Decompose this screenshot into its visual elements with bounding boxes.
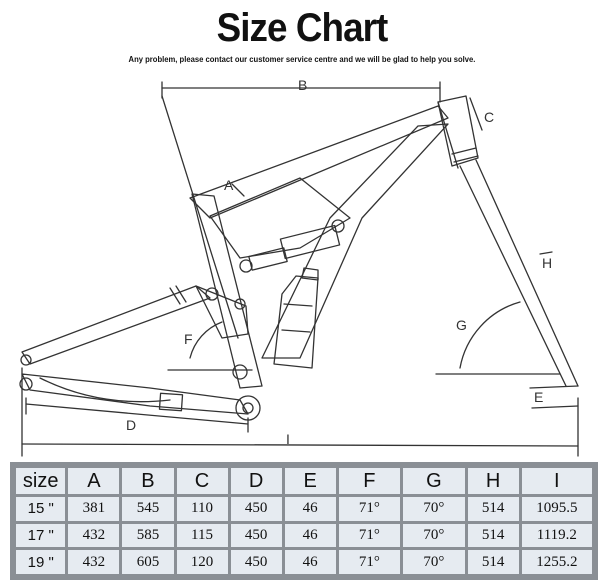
table-cell: 450 [230, 523, 282, 548]
table-cell: 46 [284, 523, 336, 548]
table-cell: 71° [338, 523, 401, 548]
seat-tube [191, 193, 263, 389]
dim-h-marker [539, 251, 553, 255]
label-e: E [534, 389, 543, 405]
table-cell: 110 [176, 497, 228, 521]
down-tube [261, 123, 449, 359]
table-cell: 70° [403, 523, 465, 548]
header-h: H [467, 468, 519, 494]
dim-d-line [25, 397, 249, 433]
label-g: G [456, 317, 467, 333]
page-title: Size Chart [216, 6, 389, 50]
table-cell: 70° [403, 497, 465, 521]
table-cell: 71° [338, 550, 401, 574]
dim-a-line [161, 95, 245, 339]
table-cell: 585 [122, 523, 174, 548]
table-cell: 514 [467, 523, 519, 548]
table-cell: 514 [467, 497, 519, 521]
label-d: D [126, 417, 136, 433]
bottom-bracket [235, 395, 261, 421]
angle-g-arc [459, 301, 521, 369]
label-i: I [286, 431, 290, 447]
header-size: size [16, 468, 66, 494]
table-cell: 450 [230, 550, 282, 574]
table-cell: 432 [68, 550, 120, 574]
table-cell: 1095.5 [521, 497, 592, 521]
angle-f-arc [189, 321, 223, 359]
seat-stay [21, 285, 211, 365]
frame-drawing-svg: B A C D E F G H I [19, 77, 579, 457]
label-a: A [224, 177, 234, 193]
header-b: B [122, 468, 174, 494]
size-table: size A B C D E F G H I 15 " 381 545 110 … [13, 465, 595, 577]
water-bottle [273, 267, 319, 369]
dim-c-line [469, 97, 483, 131]
header-i: I [521, 468, 592, 494]
label-f: F [184, 331, 193, 347]
table-cell: 15 " [16, 497, 66, 521]
table-cell: 17 " [16, 523, 66, 548]
header-d: D [230, 468, 282, 494]
table-cell: 70° [403, 550, 465, 574]
frame-gusset [209, 177, 351, 259]
rear-dropout [19, 377, 33, 391]
table-cell: 514 [467, 550, 519, 574]
table-cell: 381 [68, 497, 120, 521]
table-cell: 71° [338, 497, 401, 521]
rear-shock [239, 219, 345, 273]
table-cell: 1119.2 [521, 523, 592, 548]
frame-geometry-diagram: B A C D E F G H I [0, 68, 604, 458]
table-cell: 120 [176, 550, 228, 574]
table-cell: 115 [176, 523, 228, 548]
header-e: E [284, 468, 336, 494]
table-cell: 19 " [16, 550, 66, 574]
table-header-row: size A B C D E F G H I [16, 468, 592, 494]
table-row: 19 " 432 605 120 450 46 71° 70° 514 1255… [16, 550, 592, 574]
table-cell: 1255.2 [521, 550, 592, 574]
table-row: 15 " 381 545 110 450 46 71° 70° 514 1095… [16, 497, 592, 521]
table-row: 17 " 432 585 115 450 46 71° 70° 514 1119… [16, 523, 592, 548]
label-h: H [542, 255, 552, 271]
chain-stay [21, 373, 249, 415]
dim-b-line [161, 81, 441, 103]
page-subtitle: Any problem, please contact our customer… [128, 54, 476, 64]
header-f: F [338, 468, 401, 494]
header-a: A [68, 468, 120, 494]
head-tube [437, 95, 479, 167]
dim-e-line [529, 385, 579, 409]
top-tube [189, 105, 449, 219]
table-cell: 450 [230, 497, 282, 521]
dim-i-line [21, 367, 579, 457]
rocker-link [195, 285, 249, 339]
label-b: B [298, 77, 307, 93]
size-table-container: size A B C D E F G H I 15 " 381 545 110 … [10, 462, 598, 580]
label-c: C [484, 109, 494, 125]
header-g: G [403, 468, 465, 494]
header-c: C [176, 468, 228, 494]
table-cell: 432 [68, 523, 120, 548]
table-cell: 605 [122, 550, 174, 574]
fork-line-1 [459, 165, 567, 387]
table-cell: 545 [122, 497, 174, 521]
table-cell: 46 [284, 550, 336, 574]
table-cell: 46 [284, 497, 336, 521]
fork-line-2 [475, 159, 579, 387]
